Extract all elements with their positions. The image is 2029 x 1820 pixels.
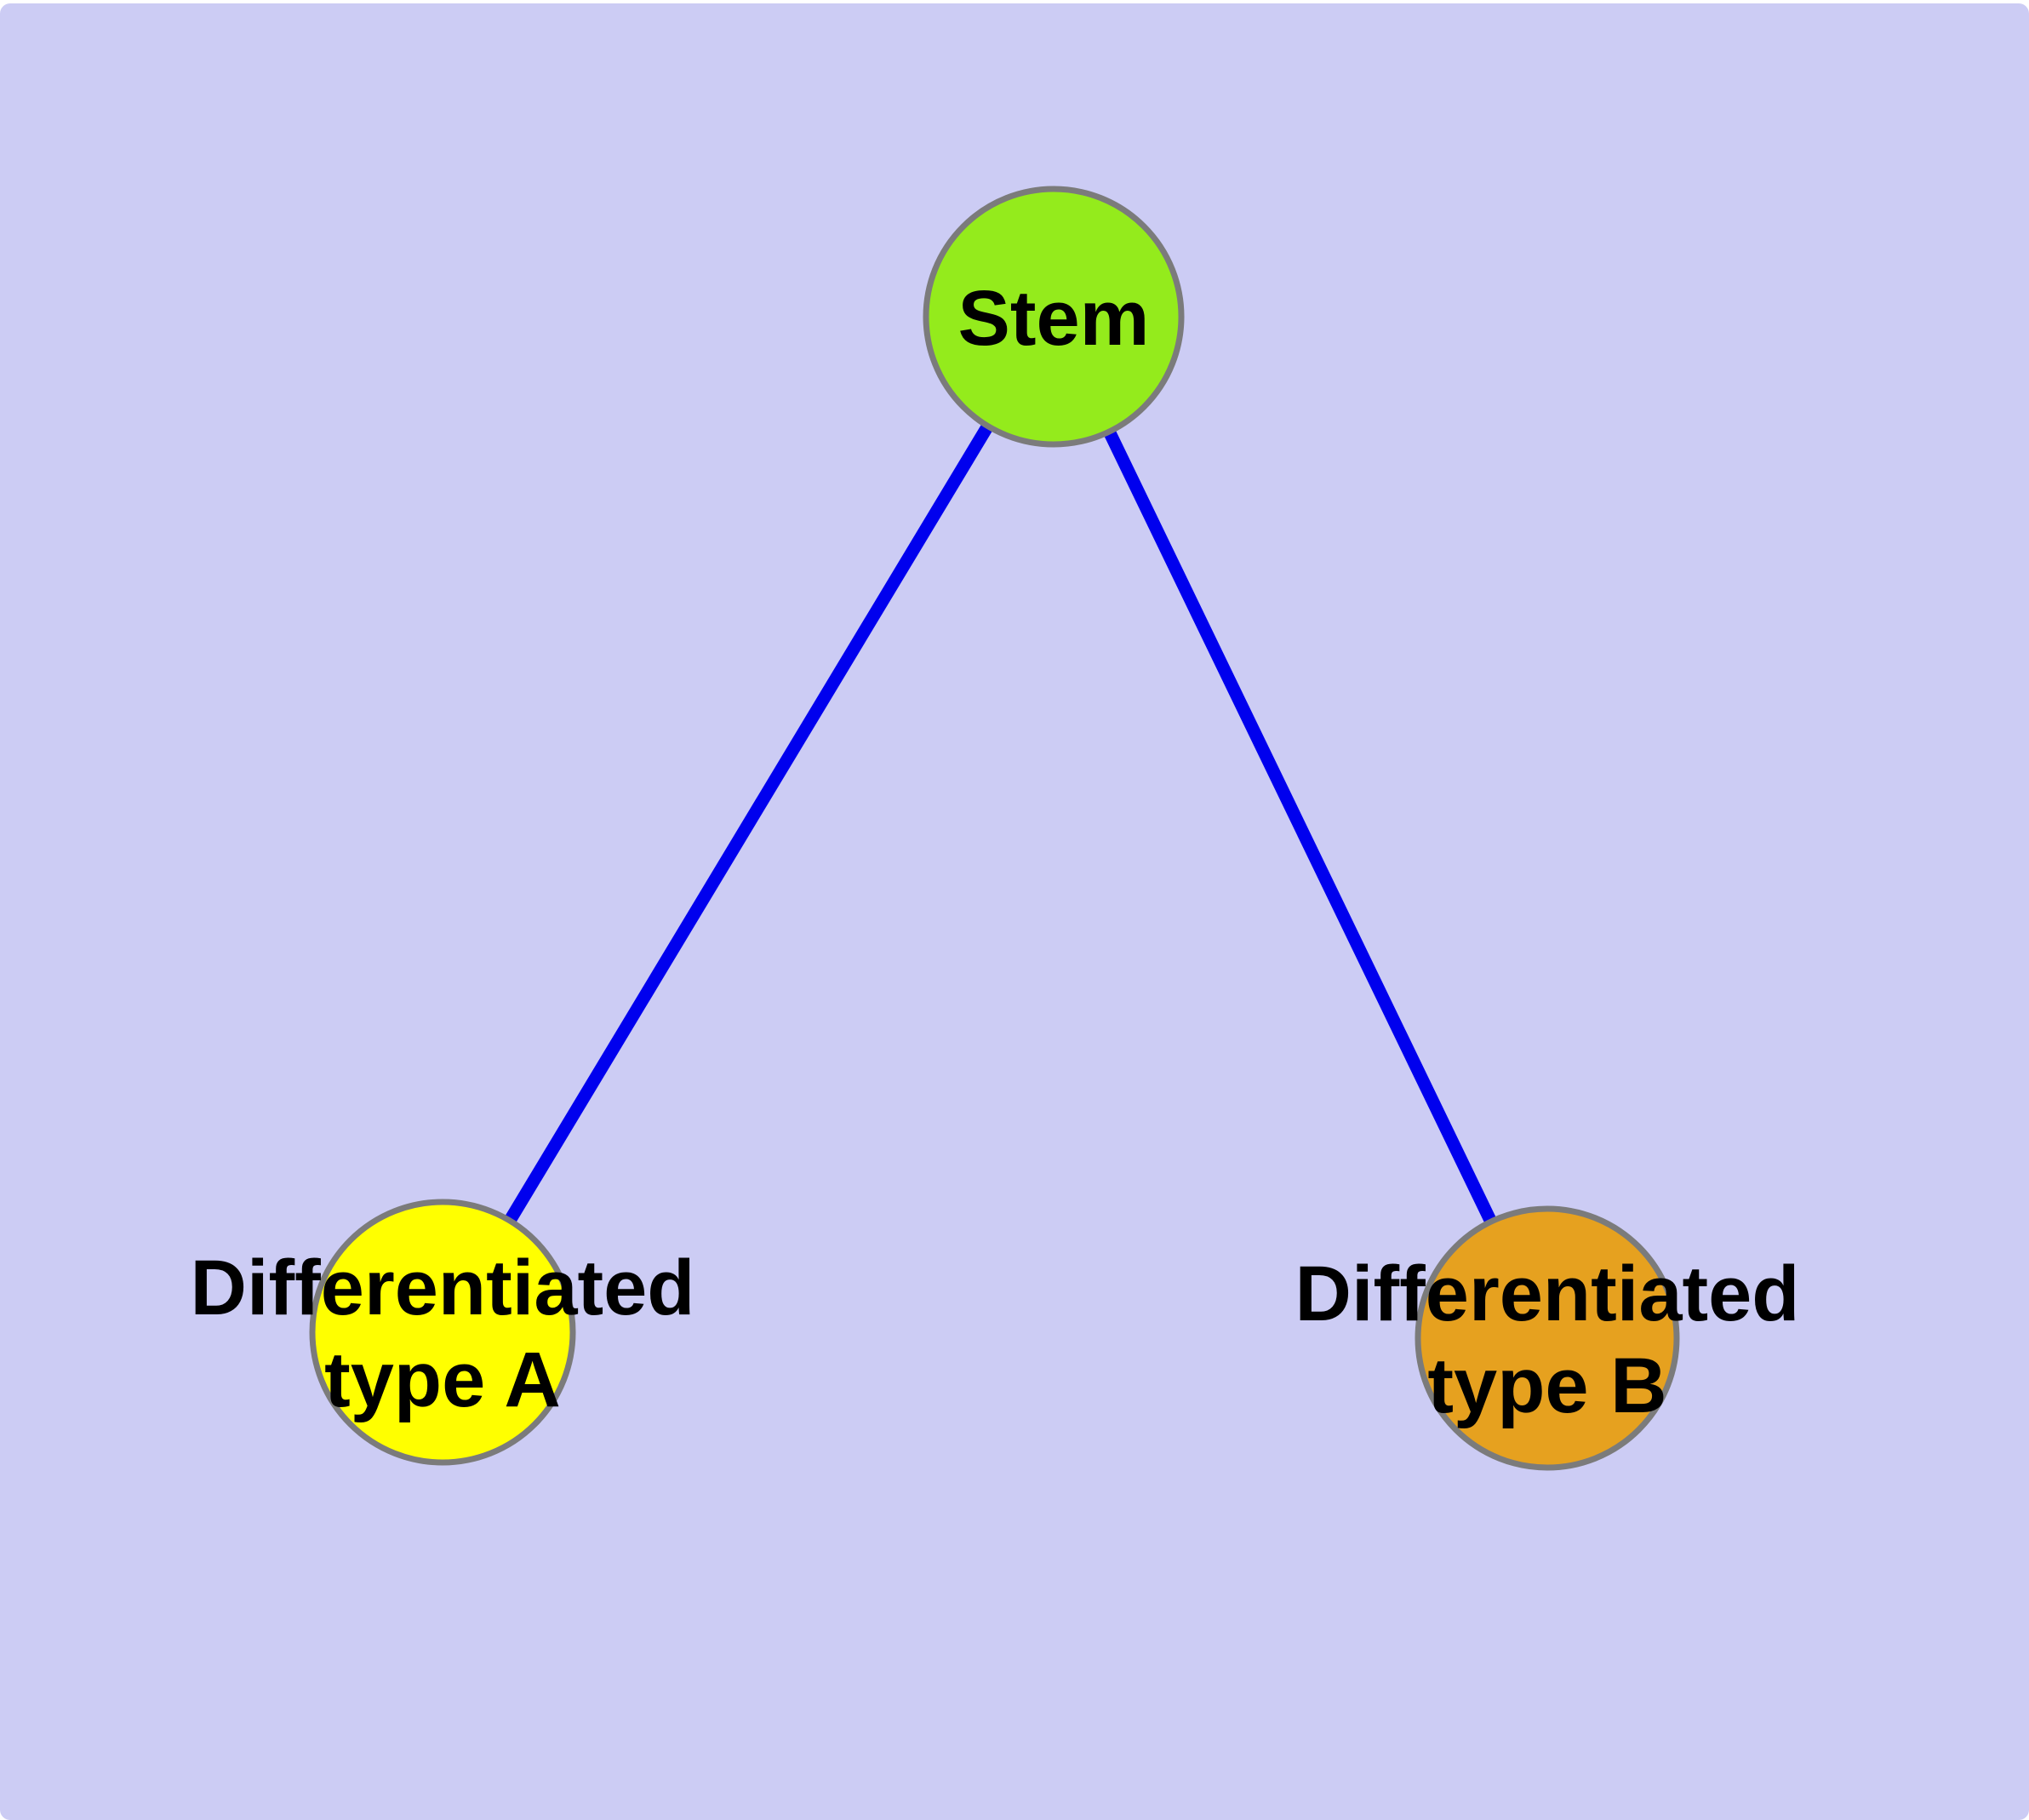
node-differentiated-type-b-label-line-1: Differentiated — [1295, 1251, 1800, 1337]
node-stem-label: Stem — [958, 275, 1150, 362]
node-stem-label-line-1: Stem — [958, 275, 1150, 362]
node-differentiated-type-b-label-line-2: type B — [1427, 1342, 1666, 1429]
node-differentiated-type-a-label-line-2: type A — [324, 1336, 561, 1423]
node-layer — [309, 186, 1680, 1471]
node-differentiated-type-a-label-line-1: Differentiated — [191, 1245, 695, 1331]
edge-stem-to-differentiated-type-b — [1048, 313, 1553, 1342]
edge-stem-to-differentiated-type-a — [437, 313, 1060, 1336]
node-differentiated-type-b-circle — [1415, 1205, 1680, 1471]
node-stem-circle — [923, 186, 1185, 448]
node-differentiated-type-a-circle — [309, 1199, 576, 1466]
edge-layer — [437, 313, 1553, 1342]
